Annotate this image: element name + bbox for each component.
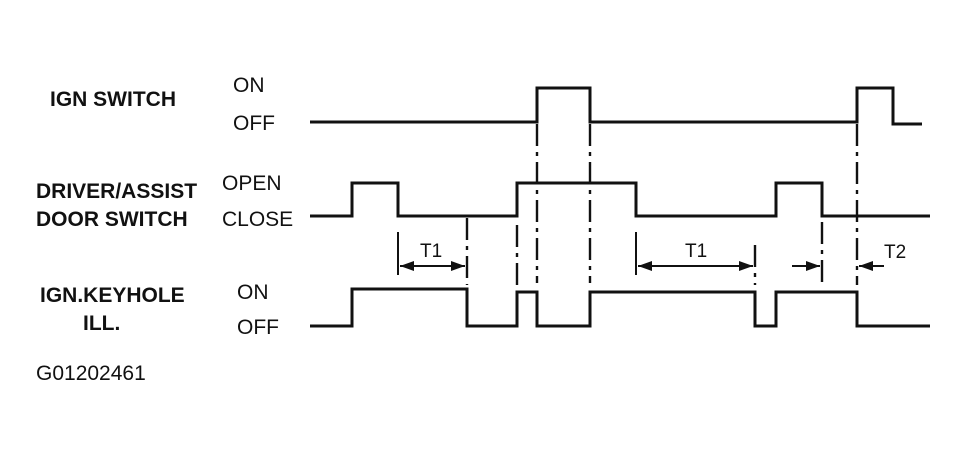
- ign-switch-off-label: OFF: [233, 112, 275, 135]
- t1-first-label: T1: [420, 241, 442, 262]
- ign-switch-label: IGN SWITCH: [50, 88, 176, 111]
- t2-label: T2: [884, 242, 906, 263]
- arrow-right-icon: [451, 261, 465, 271]
- arrow-right-icon: [739, 261, 753, 271]
- door-switch-waveform: [310, 181, 930, 218]
- door-switch-label-line2: DOOR SWITCH: [36, 208, 188, 231]
- arrow-left-icon: [400, 261, 414, 271]
- keyhole-off-label: OFF: [237, 316, 279, 339]
- arrow-left-icon: [638, 261, 652, 271]
- keyhole-waveform: [310, 287, 930, 328]
- ign-switch-on-label: ON: [233, 74, 265, 97]
- figure-id: G01202461: [36, 362, 146, 385]
- arrow-right-icon: [806, 261, 820, 271]
- keyhole-label-line2: ILL.: [83, 312, 120, 335]
- keyhole-on-label: ON: [237, 281, 269, 304]
- t1-second-label: T1: [685, 241, 707, 262]
- door-switch-label-line1: DRIVER/ASSIST: [36, 180, 197, 203]
- arrow-left-icon: [859, 261, 873, 271]
- ign-switch-waveform: [310, 86, 922, 126]
- door-switch-close-label: CLOSE: [222, 208, 293, 231]
- door-switch-open-label: OPEN: [222, 172, 282, 195]
- keyhole-label-line1: IGN.KEYHOLE: [40, 284, 185, 307]
